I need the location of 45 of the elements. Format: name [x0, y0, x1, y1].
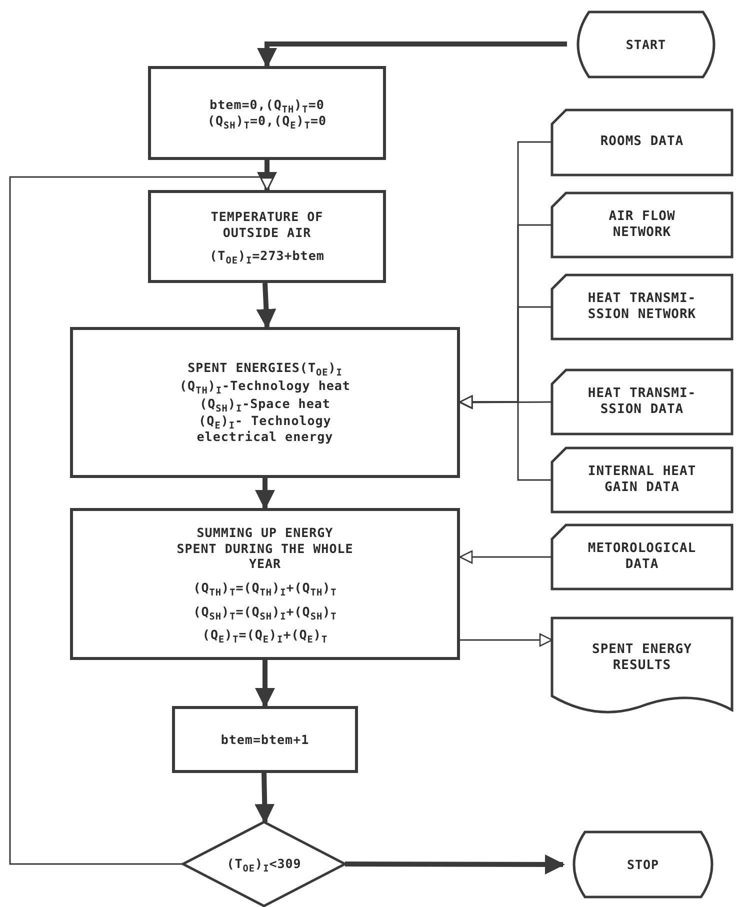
process-box [70, 508, 460, 660]
data-card [552, 110, 732, 175]
arrow [255, 478, 275, 510]
data-card [552, 525, 732, 589]
node-text: (T$_{OE}$)$_{I}$=273+btem [210, 248, 324, 264]
node-text: STOP [626, 856, 660, 872]
node-text: HEAT TRANSMI- SSION NETWORK [587, 290, 697, 324]
data-card [552, 275, 732, 339]
data-card [552, 370, 732, 434]
node-text: INTERNAL HEAT GAIN DATA [587, 464, 697, 496]
node-text: (Q$_{SH}$)$_{I}$-Space heat [200, 396, 330, 412]
arrow [459, 395, 552, 481]
node-text: SPENT ENERGY RESULTS [591, 642, 693, 674]
node-text: START [626, 36, 666, 52]
node-text: (T$_{OE}$)$_{I}$<309 [226, 856, 302, 872]
box-heading: SPENT ENERGIES(T$_{OE}$)$_{I}$ [188, 360, 342, 376]
arrow [460, 633, 553, 647]
node-text: btem=btem+1 [220, 732, 310, 748]
process-box [172, 706, 358, 773]
arrow [9, 176, 274, 865]
box-heading: SUMMING UP ENERGY SPENT DURING THE WHOLE YEAR [176, 525, 354, 572]
node-text: (Q$_{TH}$)$_{T}$=(Q$_{TH}$)$_{I}$+(Q$_{TH}$)$_{T}$ [193, 580, 337, 596]
box-heading: TEMPERATURE OF OUTSIDE AIR [210, 209, 324, 240]
arrow [459, 550, 552, 564]
data-card [552, 193, 732, 257]
arrow [257, 42, 567, 68]
node-text: (Q$_{E}$)$_{I}$- Technology electrical energy [196, 413, 334, 445]
data-card [552, 448, 732, 512]
node-text: AIR FLOW NETWORK [608, 208, 676, 242]
node-text: (Q$_{TH}$)$_{I}$-Technology heat [180, 378, 350, 394]
arrow [254, 772, 275, 824]
node-text: btem=0,(Q$_{TH}$)$_{T}$=0 (Q$_{SH}$)$_{T}$=0,(Q$_{E}$)$_{T}$=0 [206, 97, 328, 129]
arrow [256, 282, 276, 329]
arrow [345, 854, 565, 874]
arrow [255, 660, 275, 708]
process-box [148, 190, 386, 283]
node-text: (Q$_{E}$)$_{T}$=(Q$_{E}$)$_{I}$+(Q$_{E}$)$_{T}$ [202, 627, 328, 643]
node-text: ROOMS DATA [600, 134, 684, 151]
process-box [70, 327, 460, 478]
arrow [257, 160, 277, 192]
node-text: METOROLOGICAL DATA [587, 540, 697, 574]
node-text: (Q$_{SH}$)$_{T}$=(Q$_{SH}$)$_{I}$+(Q$_{SH}$)$_{T}$ [193, 604, 337, 620]
process-box [148, 66, 386, 160]
decision-diamond [183, 822, 345, 906]
node-text: HEAT TRANSMI- SSION DATA [587, 386, 697, 418]
